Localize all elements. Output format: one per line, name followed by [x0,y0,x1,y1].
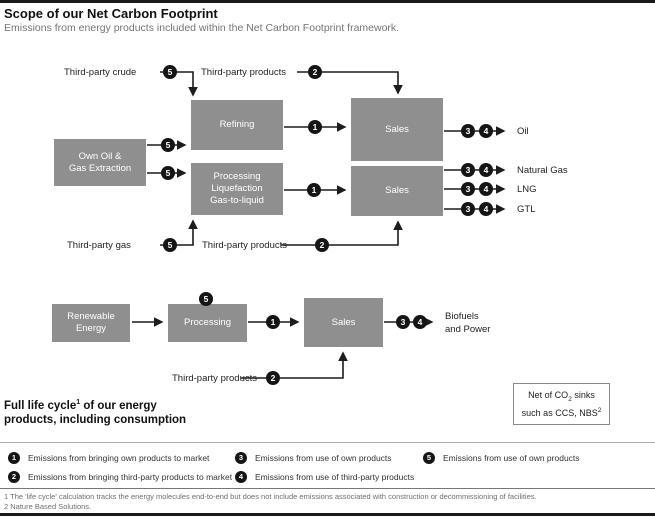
badge-1-processing-to-sales: 1 [307,183,321,197]
box-label: Processing [213,171,261,182]
legend-text-4: Emissions from use of third-party produc… [255,472,415,482]
legend-text-5: Emissions from use of own products [443,453,580,463]
box-label: Sales [385,185,409,196]
legend-text-3: Emissions from use of own products [255,453,392,463]
label-third-party-crude: Third-party crude [64,67,137,78]
legend-text-2: Emissions from bringing third-party prod… [28,472,233,482]
legend-badge-1: 1 [8,452,20,464]
bottom-border [0,513,655,516]
badge-4-oil: 4 [479,124,493,138]
lifecycle-line1: Full life cycle1 of our energy [4,399,157,412]
badge-3-lng: 3 [461,182,475,196]
footnote-2: 2 Nature Based Solutions. [4,502,92,511]
legend-item-1: 1 Emissions from bringing own products t… [8,452,209,464]
lifecycle-text: of our energy [80,399,157,412]
note-text: such as CCS, NBS [521,408,598,419]
note-line2: such as CCS, NBS2 [522,405,602,419]
legend-text-1: Emissions from bringing own products to … [28,453,210,463]
note-line1: Net of CO2 sinks [528,389,595,406]
badge-4-gtl: 4 [479,202,493,216]
page-title: Scope of our Net Carbon Footprint [4,6,218,21]
legend-divider [0,442,655,443]
badge-5-third-party-gas: 5 [163,238,177,252]
box-sales-gas: Sales [351,166,443,216]
badge-3-gtl: 3 [461,202,475,216]
lifecycle-footnote-marker: 1 [76,399,81,406]
legend-item-3: 3 Emissions from use of own products [235,452,392,464]
badge-2-third-party-products-mid: 2 [315,238,329,252]
label-output-gtl: GTL [517,204,536,215]
label-third-party-products-top: Third-party products [201,67,287,78]
legend-item-4: 4 Emissions from use of third-party prod… [235,471,414,483]
badge-3-oil: 3 [461,124,475,138]
note-text: sinks [571,389,595,400]
lifecycle-heading: Full life cycle1 of our energy products,… [4,396,186,427]
box-label: Refining [219,119,255,130]
box-own-oil-gas-extraction: Own Oil & Gas Extraction [54,139,146,186]
badge-5-processing-renewables: 5 [199,292,213,306]
box-label: Sales [331,316,356,328]
badge-4-biofuels: 4 [413,315,427,329]
badge-2-third-party-products-top: 2 [308,65,322,79]
badge-5-extraction-to-refining: 5 [161,138,175,152]
note-text: Net of CO [528,389,569,400]
label-biofuels-line2: and Power [445,324,491,335]
footnote-divider [0,488,655,489]
lifecycle-text: Full life cycle [4,399,77,412]
label-biofuels-line1: Biofuels [445,311,479,322]
badge-4-lng: 4 [479,182,493,196]
box-label: Liquefaction [211,183,263,194]
footnote-1: 1 The 'life cycle' calculation tracks th… [4,492,537,501]
badge-4-natural-gas: 4 [479,163,493,177]
label-output-lng: LNG [517,184,537,195]
box-label: Gas-to-liquid [210,195,264,206]
top-border [0,0,655,3]
lifecycle-line2: products, including consumption [4,413,187,426]
box-processing-liquefaction-gtl: Processing Liquefaction Gas-to-liquid [191,163,283,215]
box-label: Renewable [67,311,115,322]
legend-badge-5: 5 [423,452,435,464]
box-processing-renewables: Processing [168,304,247,342]
arrow-third-party-products-to-sales-oil [297,71,403,95]
label-output-biofuels-power: Biofuels and Power [445,310,490,336]
legend-item-2: 2 Emissions from bringing third-party pr… [8,471,232,483]
label-third-party-products-renewables: Third-party products [172,373,258,384]
label-third-party-products-mid: Third-party products [202,240,288,251]
badge-3-biofuels: 3 [396,315,410,329]
label-output-natural-gas: Natural Gas [517,165,568,176]
legend-badge-2: 2 [8,471,20,483]
badge-1-processing-renewables-to-sales: 1 [266,315,280,329]
nbs-footnote-marker: 2 [597,407,602,415]
box-renewable-energy: Renewable Energy [52,304,130,342]
box-sales-oil: Sales [351,98,443,161]
box-label: Own Oil & [78,150,122,162]
badge-1-refining-to-sales: 1 [308,120,322,134]
legend-item-5: 5 Emissions from use of own products [423,452,580,464]
badge-5-third-party-crude: 5 [163,65,177,79]
page-subtitle: Emissions from energy products included … [4,22,400,34]
label-third-party-gas: Third-party gas [67,240,131,251]
badge-5-extraction-to-processing: 5 [161,166,175,180]
co2-subscript: 2 [568,395,572,403]
label-output-oil: Oil [517,126,529,137]
co2-sinks-note-box: Net of CO2 sinks such as CCS, NBS2 [513,383,610,425]
box-label: Sales [385,123,409,135]
arrow-third-party-products-to-sales-gas [281,220,403,246]
box-refining: Refining [191,100,283,150]
badge-3-natural-gas: 3 [461,163,475,177]
box-label: Gas Extraction [68,162,132,174]
legend-badge-4: 4 [235,471,247,483]
legend-badge-3: 3 [235,452,247,464]
box-sales-renewables: Sales [304,298,383,347]
box-label: Energy [75,323,107,334]
box-label: Processing [184,317,231,328]
badge-2-third-party-products-renewables: 2 [266,371,280,385]
